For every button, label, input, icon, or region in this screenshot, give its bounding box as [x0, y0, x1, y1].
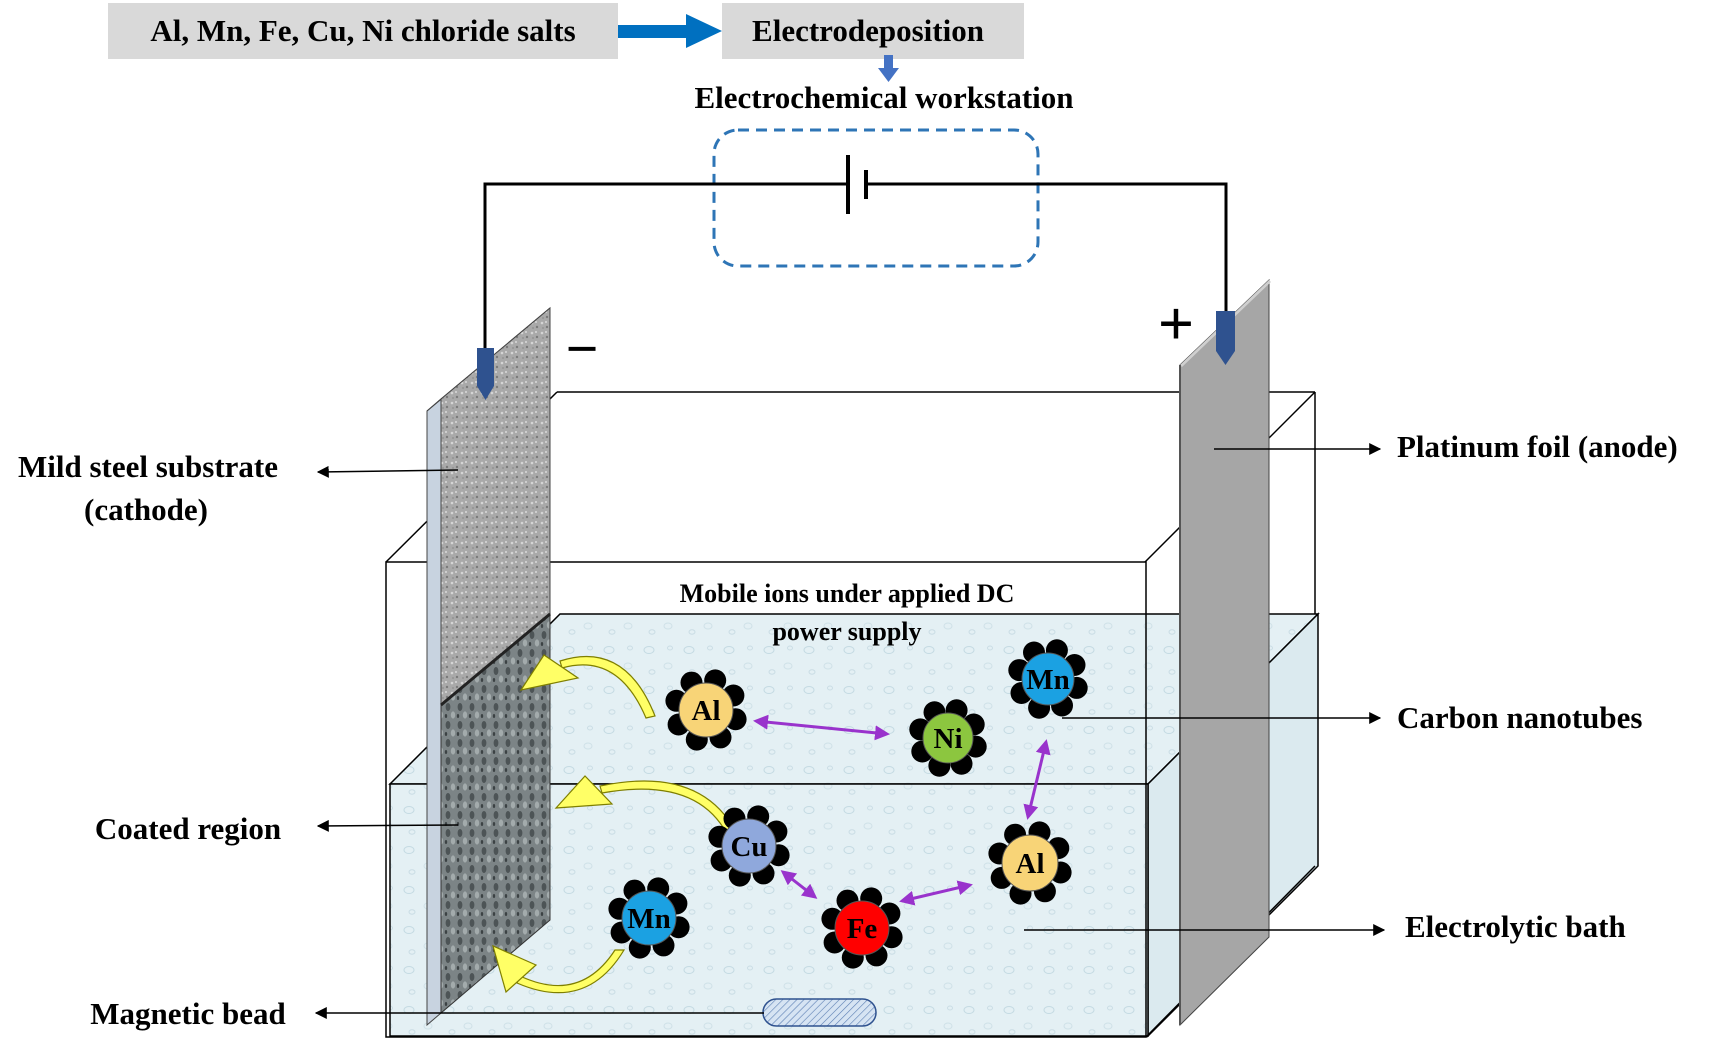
ion-core: [834, 900, 890, 956]
ion-core: [1021, 652, 1075, 706]
deposition-arrow-icon: [519, 654, 656, 719]
header-flow: Al, Mn, Fe, Cu, Ni chloride salts Electr…: [108, 3, 1074, 115]
magnetic-bead: [762, 998, 877, 1027]
workstation-box: [712, 128, 1040, 268]
ion-al: Al: [988, 821, 1072, 905]
interaction-arrow-icon: [899, 880, 973, 906]
cathode-callout-arrow: [316, 465, 459, 478]
mobile-ions-label-line1: Mobile ions under applied DC: [680, 579, 1015, 608]
electrolytic-bath-label: Electrolytic bath: [1405, 909, 1626, 944]
ion-label: Mn: [627, 903, 671, 935]
ion-label: Mn: [1026, 664, 1070, 696]
down-arrow-icon: [878, 55, 899, 82]
cathode-clip-icon: [477, 348, 494, 400]
ion-ni: Ni: [909, 699, 987, 777]
deposition-arrows: [492, 654, 737, 994]
source-salts-box: [108, 3, 618, 59]
ion-core: [922, 712, 974, 764]
negative-sign: −: [565, 316, 598, 381]
source-salts-label: Al, Mn, Fe, Cu, Ni chloride salts: [150, 13, 575, 48]
anode-wire: [866, 182, 1228, 315]
electrodeposition-label: Electrodeposition: [752, 13, 984, 48]
anode-clip-icon: [1216, 311, 1235, 365]
deposition-arrow-icon: [492, 944, 626, 994]
ion-core: [721, 818, 777, 874]
ion-core: [621, 890, 677, 946]
cathode-wire: [483, 182, 848, 352]
flow-arrow-icon: [618, 14, 722, 48]
workstation-label: Electrochemical workstation: [694, 80, 1073, 115]
ion-core: [678, 682, 734, 738]
cathode-label-line1: Mild steel substrate: [18, 449, 278, 484]
electrodeposition-box: [722, 3, 1024, 59]
circuit: [483, 128, 1228, 352]
ion-label: Al: [1016, 848, 1045, 880]
anode-label: Platinum foil (anode): [1397, 429, 1678, 464]
interaction-arrow-icon: [753, 714, 890, 741]
carbon-nanotubes-label: Carbon nanotubes: [1397, 700, 1643, 735]
interaction-arrow-icon: [780, 870, 818, 899]
interaction-arrows: [753, 714, 1051, 906]
battery-icon: [846, 155, 868, 214]
mobile-ions-label-line2: power supply: [772, 617, 921, 646]
ion-al: Al: [665, 669, 747, 751]
ion-fe: Fe: [821, 887, 903, 969]
ion-label: Al: [692, 695, 721, 727]
ion-mn: Mn: [608, 877, 690, 959]
ion-core: [1001, 834, 1059, 892]
cathode-plate: [426, 306, 551, 1027]
coated-region-label: Coated region: [95, 811, 281, 846]
ion-mn: Mn: [1008, 639, 1088, 719]
deposition-arrow-icon: [554, 775, 737, 835]
ion-cu: Cu: [708, 805, 790, 887]
coated-callout-arrow: [316, 819, 459, 832]
ion-label: Ni: [934, 723, 963, 755]
anode-plate: [1179, 278, 1271, 1027]
cathode-label-line2: (cathode): [84, 492, 208, 527]
ion-label: Fe: [847, 913, 878, 945]
positive-sign: +: [1158, 288, 1194, 359]
callout-lines: [314, 443, 1386, 1019]
interaction-arrow-icon: [1023, 739, 1051, 820]
ion-label: Cu: [730, 831, 767, 863]
magnetic-bead-label: Magnetic bead: [90, 996, 285, 1031]
